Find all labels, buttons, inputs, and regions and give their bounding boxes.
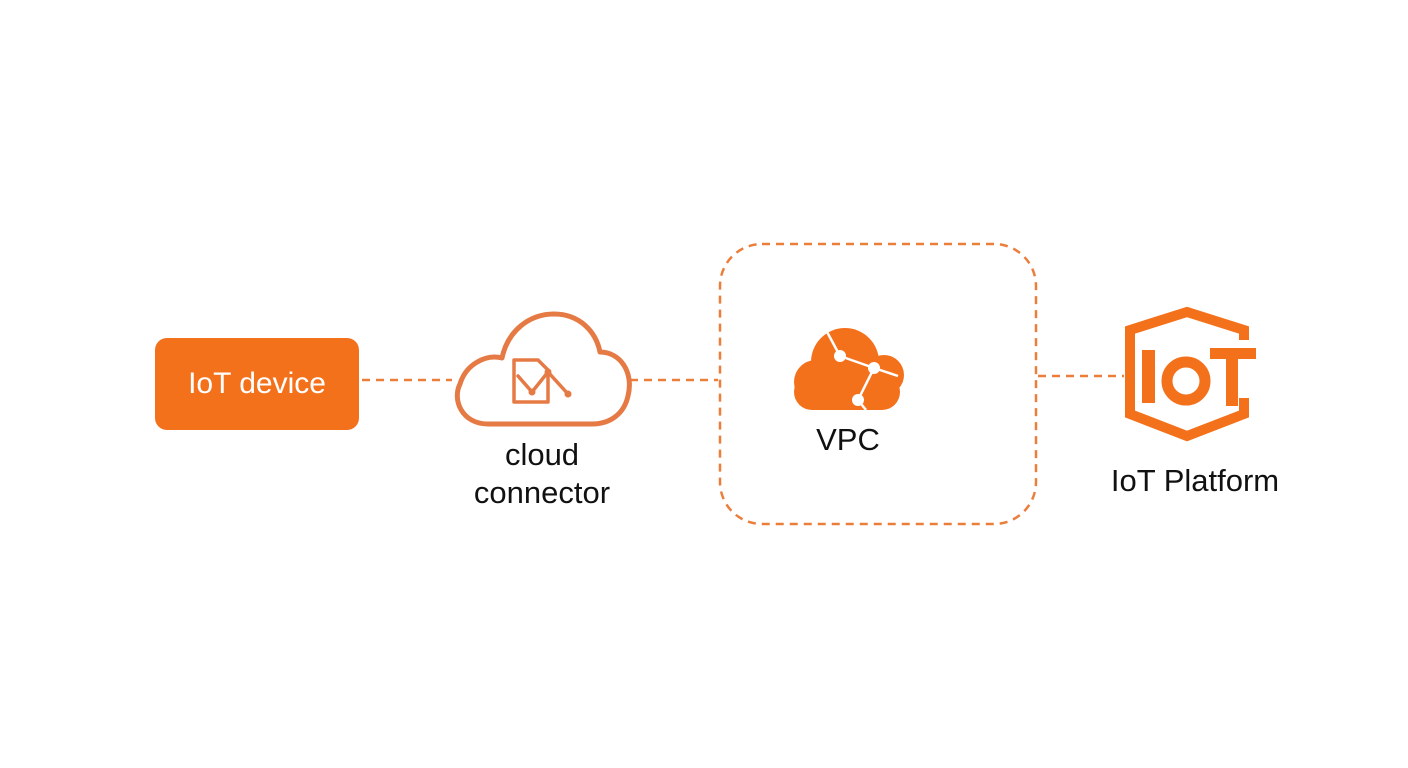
cloud-connector-label-line1: cloud	[504, 437, 580, 472]
vpc-boundary	[718, 242, 1038, 526]
logo-letter-o	[1161, 356, 1211, 406]
cloud-connector-label: cloud connector	[440, 436, 644, 512]
iot-device-label: IoT device	[188, 367, 326, 400]
vpc-label: VPC	[816, 422, 880, 457]
vpc-cloud-icon	[794, 328, 904, 411]
logo-letter-i	[1142, 350, 1155, 403]
iot-platform-label: IoT Platform	[1110, 463, 1280, 498]
cloud-connector-icon	[454, 311, 632, 427]
logo-letter-t-stem	[1226, 348, 1238, 406]
iot-device-node: IoT device	[155, 338, 359, 430]
iot-platform-logo	[1125, 306, 1256, 442]
cloud-connector-label-line2: connector	[473, 475, 611, 510]
